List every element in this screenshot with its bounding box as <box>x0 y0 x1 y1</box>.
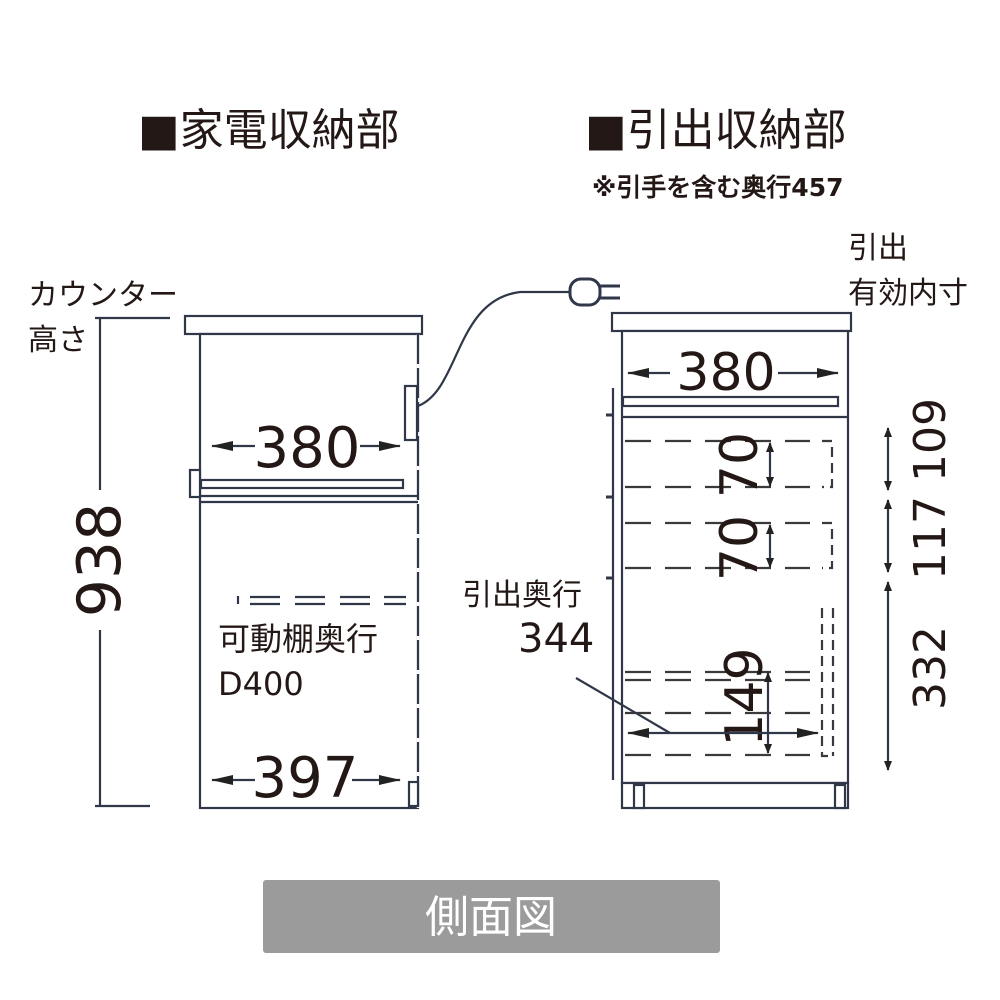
right-base <box>620 781 850 810</box>
right-rail <box>621 395 840 408</box>
right-countertop <box>610 311 853 333</box>
drawer-back-dashed <box>820 439 835 758</box>
counter-height-label-2: 高さ <box>28 323 88 358</box>
drawer1-height: 70 <box>710 432 770 498</box>
drawer-depth-value: 344 <box>518 616 594 662</box>
right-leg <box>632 783 646 810</box>
drawer3-height: 149 <box>715 647 775 746</box>
drawer-handle <box>606 413 614 580</box>
left-knob <box>188 468 202 499</box>
right-leg <box>833 783 847 810</box>
shelf-depth-label: 可動棚奥行 <box>218 620 378 658</box>
dim-332: 332 <box>905 626 956 710</box>
power-cord <box>417 290 572 408</box>
height-value: 938 <box>65 503 135 618</box>
shelf-depth-value: D400 <box>218 665 304 703</box>
side-view-label: 側面図 <box>425 892 557 943</box>
drawer-depth-note: ※引手を含む奥行457 <box>592 173 844 202</box>
drawer-depth-label: 引出奥行 <box>462 578 582 613</box>
left-upper-depth: 380 <box>254 416 361 481</box>
counter-height-label-1: カウンター <box>28 278 178 313</box>
left-bottom-depth: 397 <box>252 746 359 811</box>
drawer2-height: 70 <box>710 515 770 581</box>
dim-109: 109 <box>905 398 956 482</box>
title-drawer-storage: ■引出収納部 <box>585 105 847 156</box>
dim-117: 117 <box>905 496 956 580</box>
movable-shelf-dashed <box>236 595 406 606</box>
left-countertop <box>183 314 424 336</box>
left-foot <box>407 780 420 808</box>
outlet-box <box>403 384 419 442</box>
slide-shelf <box>199 478 405 490</box>
plug-icon <box>568 277 602 307</box>
inner-dimension-label-1: 引出 <box>848 231 908 266</box>
title-appliance-storage: ■家電収納部 <box>138 105 400 156</box>
drawer-dashed-lines <box>625 439 810 757</box>
inner-dimension-label-2: 有効内寸 <box>848 276 968 311</box>
left-cabinet-body <box>198 332 420 810</box>
side-view-label-bg <box>263 880 720 953</box>
leader-line <box>575 677 671 734</box>
right-upper-depth: 380 <box>676 343 775 403</box>
